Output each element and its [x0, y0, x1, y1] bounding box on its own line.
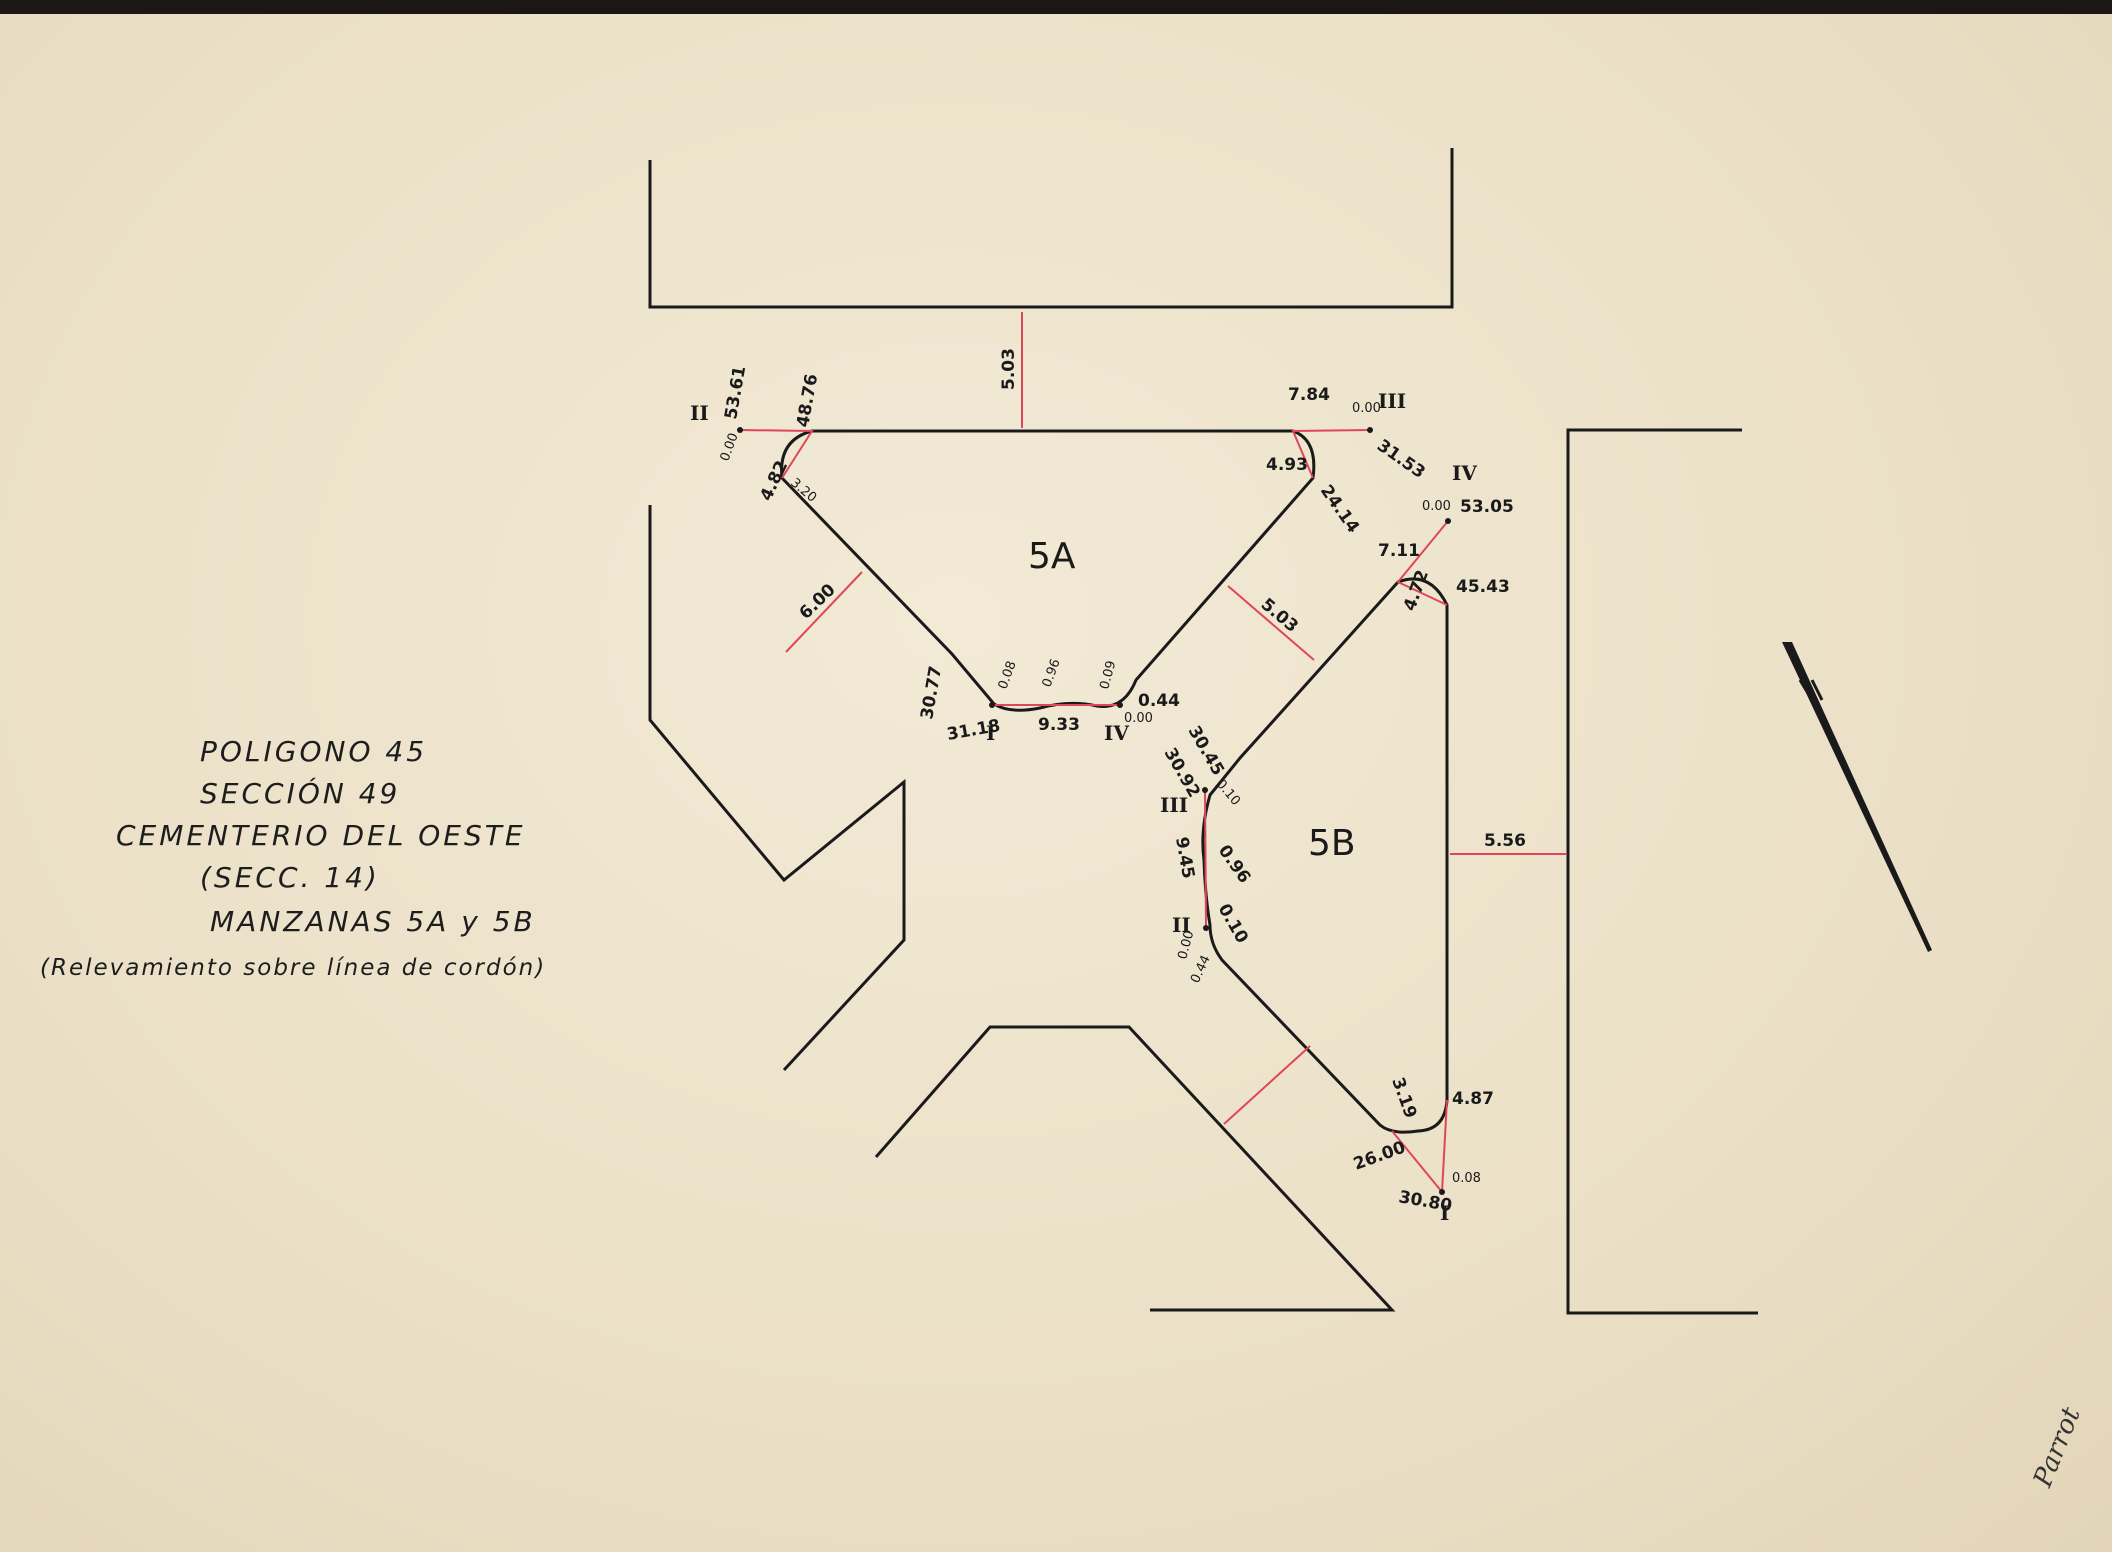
b-v1-b: 4.87	[1452, 1089, 1494, 1109]
a-top-left-dim: 48.76	[793, 372, 822, 428]
red-construction-lines	[739, 312, 1566, 1195]
b-v4-c: 45.43	[1456, 577, 1510, 597]
b-left-mid: 0.96	[1214, 841, 1254, 887]
block-5b-outline	[1201, 577, 1449, 1134]
a-bottom-mid: 0.96	[1040, 657, 1064, 689]
a-v3-roman: III	[1378, 389, 1406, 413]
b-v4-dot	[1445, 518, 1451, 524]
right-block-outline	[1566, 428, 1758, 1315]
left-block-outline	[648, 505, 906, 1072]
a-v2-triangle	[739, 429, 814, 479]
a-v2-side-a: 4.82	[756, 458, 792, 504]
title-poligono: POLIGONO 45	[200, 735, 428, 768]
b-v1-roman: I	[1440, 1201, 1449, 1225]
title-seccion: SECCIÓN 49	[200, 777, 401, 810]
a-v3-b: 4.93	[1266, 455, 1308, 475]
b-v1-c: 26.00	[1351, 1137, 1409, 1174]
a-v3-dot	[1367, 427, 1373, 433]
a-v2-coord: 53.61	[721, 364, 750, 420]
a-v2-roman: II	[690, 401, 709, 425]
title-relevamiento: (Relevamiento sobre línea de cordón)	[40, 955, 547, 981]
a-v4-roman: IV	[1104, 721, 1129, 745]
a-v1-dot	[989, 702, 995, 708]
a-v4-dot	[1117, 702, 1123, 708]
b-v2-a: 0.00	[1175, 929, 1197, 961]
b-v3-dot	[1202, 787, 1208, 793]
b-v2-roman: II	[1172, 913, 1191, 937]
a-v3-zero: 0.00	[1352, 401, 1381, 416]
a-b-gap-line	[1227, 585, 1315, 661]
a-v3-coord: 31.53	[1373, 436, 1429, 483]
block-5a-label: 5A	[1028, 536, 1076, 577]
top-gap-dim: 5.03	[999, 348, 1019, 390]
a-v1-a: 30.77	[917, 664, 946, 720]
b-v3-c: 0.10	[1213, 777, 1243, 809]
north-arrow-icon	[1782, 642, 1932, 952]
a-v2-zero: 0.00	[718, 431, 742, 463]
a-v4-a: 0.09	[1097, 659, 1119, 691]
block-5a-outline	[780, 429, 1316, 712]
block-5b-label: 5B	[1308, 823, 1356, 864]
a-v1-c: 0.08	[996, 659, 1020, 691]
a-v1-roman: I	[986, 721, 995, 745]
a-v3-a: 7.84	[1288, 385, 1330, 405]
title-manzanas: MANZANAS 5A y 5B	[210, 905, 536, 938]
b-bottom-gap-line	[1223, 1045, 1311, 1125]
b-v2-dot	[1203, 925, 1209, 931]
b-v2-b: 0.10	[1214, 901, 1252, 947]
a-v2-dot	[737, 427, 743, 433]
b-v4-coord: 53.05	[1460, 497, 1514, 517]
surrounding-blocks	[648, 148, 1758, 1315]
b-v4-a: 7.11	[1378, 541, 1420, 561]
top-block-outline	[648, 148, 1454, 309]
b-v4-triangle	[1396, 520, 1449, 606]
b-v1-dot	[1439, 1189, 1445, 1195]
a-v3-triangle	[1291, 429, 1371, 479]
a-v3-c: 24.14	[1316, 481, 1363, 537]
a-v4-b: 0.44	[1138, 691, 1180, 711]
b-v2-c: 0.44	[1188, 953, 1214, 986]
bottom-block-outline	[874, 1025, 1396, 1312]
a-v4-c: 0.00	[1124, 711, 1153, 726]
b-right-gap-dim: 5.56	[1484, 831, 1526, 851]
b-v4-zero: 0.00	[1422, 499, 1451, 514]
vertex-dots	[737, 427, 1451, 1195]
b-v1-a: 3.19	[1387, 1075, 1420, 1121]
b-v3-roman: III	[1160, 793, 1188, 817]
scan-top-edge	[0, 0, 2112, 14]
b-left-chord	[1204, 789, 1207, 929]
b-v4-roman: IV	[1452, 461, 1477, 485]
b-v1-e: 0.08	[1452, 1171, 1481, 1186]
a-left-gap-line	[785, 571, 863, 653]
b-left-side: 9.45	[1171, 835, 1198, 880]
a-bottom-dim: 9.33	[1038, 715, 1080, 735]
title-secc: (SECC. 14)	[200, 861, 380, 894]
title-cementerio: CEMENTERIO DEL OESTE	[116, 819, 526, 852]
